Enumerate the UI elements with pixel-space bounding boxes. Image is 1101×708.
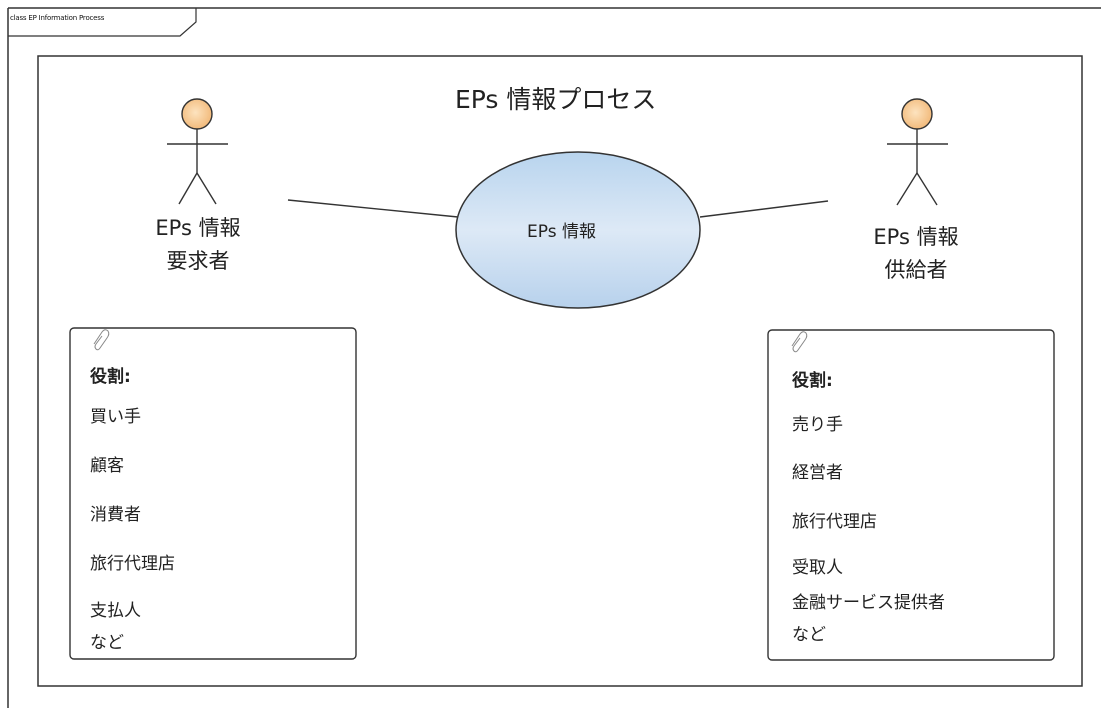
note-item: 顧客: [90, 456, 124, 476]
note-item: 旅行代理店: [792, 512, 877, 532]
note-item: 買い手: [90, 407, 141, 427]
actor-label-provider: EPs 情報 供給者: [846, 221, 986, 287]
actor-label-line: EPs 情報: [873, 225, 959, 249]
usecase-label: EPs 情報: [527, 222, 596, 242]
association-line-left: [287, 199, 459, 218]
association-line-right: [699, 200, 829, 218]
note-heading: 役割:: [792, 371, 833, 391]
note-item: 消費者: [90, 505, 141, 525]
paperclip-icon: [791, 331, 808, 353]
note-heading: 役割:: [90, 367, 131, 387]
note-text-requester: 役割: 買い手 顧客 消費者 旅行代理店 支払人 など: [90, 362, 175, 653]
uml-frame: [7, 7, 1101, 708]
actor-label-line: 供給者: [884, 258, 948, 282]
note-item: など: [90, 633, 124, 653]
note-item: 旅行代理店: [90, 554, 175, 574]
system-boundary: [37, 55, 1083, 687]
note-item: 受取人: [792, 558, 843, 578]
note-item: 経営者: [792, 463, 843, 483]
note-item: 金融サービス提供者: [792, 593, 945, 613]
note-item: 売り手: [792, 415, 843, 435]
note-text-provider: 役割: 売り手 経営者 旅行代理店 受取人 金融サービス提供者 など: [792, 366, 945, 645]
actor-head-icon: [901, 98, 933, 130]
note-box-provider[interactable]: [767, 329, 1055, 661]
note-item: 支払人: [90, 601, 141, 621]
frame-label: class EP Information Process: [10, 14, 105, 22]
actor-label-line: EPs 情報: [155, 216, 241, 240]
actor-label-requester: EPs 情報 要求者: [128, 212, 268, 278]
actor-figure-provider[interactable]: [887, 98, 948, 206]
note-item: など: [792, 625, 826, 645]
usecase-ellipse[interactable]: [455, 151, 701, 309]
boundary-title: EPs 情報プロセス: [455, 85, 657, 114]
actor-head-icon: [181, 98, 213, 130]
actor-figure-requester[interactable]: [167, 98, 228, 205]
note-box-requester[interactable]: [69, 327, 357, 660]
paperclip-icon: [93, 329, 110, 351]
actor-label-line: 要求者: [166, 249, 230, 273]
